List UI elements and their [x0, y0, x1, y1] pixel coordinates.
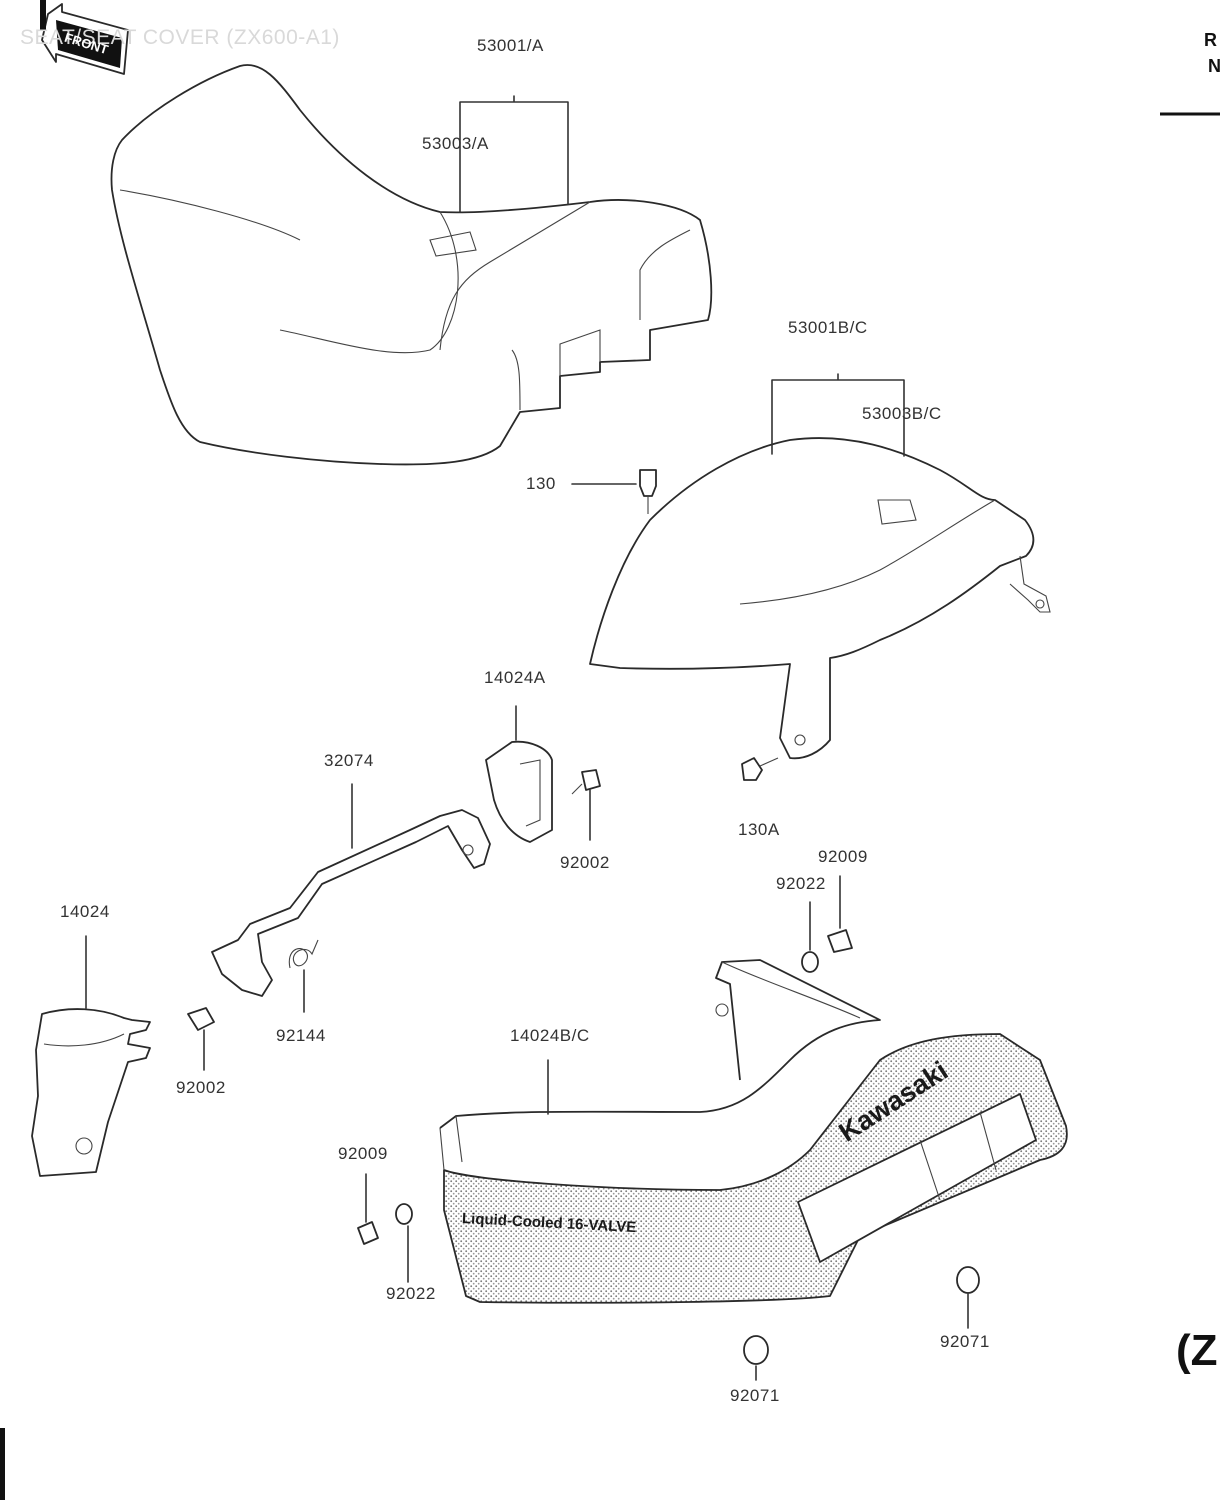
bracket-14024-drawing — [31, 935, 151, 1177]
spring-92144-icon — [288, 939, 319, 1013]
front-seat-leader-bracket — [459, 95, 569, 213]
label-130: 130 — [526, 474, 556, 493]
label-14024A: 14024A — [484, 668, 546, 687]
front-seat-drawing — [110, 64, 713, 466]
screw-92002-icon — [571, 769, 601, 841]
label-53001BC: 53001B/C — [788, 318, 868, 337]
right-edge-letter-n: N — [1208, 56, 1220, 76]
right-edge-letter-r: R — [1204, 30, 1217, 50]
bolt-130A-icon — [741, 757, 779, 781]
label-53003A: 53003/A — [422, 134, 489, 153]
grommet-92071-right-icon — [956, 1266, 980, 1329]
label-92002-center: 92002 — [560, 853, 610, 872]
front-arrow-icon — [40, 0, 129, 75]
label-92022-right: 92022 — [776, 874, 826, 893]
rod-32074-drawing — [211, 783, 491, 997]
nut-92009-left-icon — [357, 1173, 379, 1245]
washer-92022-icon — [801, 901, 819, 973]
rear-seat-leader-bracket — [771, 373, 905, 457]
label-92009-left: 92009 — [338, 1144, 388, 1163]
label-92144: 92144 — [276, 1026, 326, 1045]
label-14024: 14024 — [60, 902, 110, 921]
label-92071-right: 92071 — [940, 1332, 990, 1351]
page-title: SEAT/SEAT COVER (ZX600-A1) — [20, 26, 340, 49]
rear-seat-drawing — [589, 437, 1051, 760]
bolt-130-icon — [571, 469, 657, 514]
label-92071-bottom: 92071 — [730, 1386, 780, 1405]
washer-92022-left-icon — [395, 1203, 413, 1283]
right-edge-model-code: (Z — [1176, 1326, 1218, 1375]
label-14024BC: 14024B/C — [510, 1026, 590, 1045]
label-92022-left: 92022 — [386, 1284, 436, 1303]
grommet-92071-bottom-icon — [743, 1335, 769, 1381]
label-130A: 130A — [738, 820, 780, 839]
bracket-14024A-drawing — [485, 705, 553, 843]
label-32074: 32074 — [324, 751, 374, 770]
label-53001A: 53001/A — [477, 36, 544, 55]
label-92002-left: 92002 — [176, 1078, 226, 1097]
label-92009-right: 92009 — [818, 847, 868, 866]
screw-92002-left-icon — [187, 1007, 215, 1071]
nut-92009-icon — [827, 875, 853, 953]
bottom-left-edge-mark — [0, 1428, 5, 1500]
label-53003BC: 53003B/C — [862, 404, 942, 423]
tail-cover-14024BC-drawing — [439, 959, 1068, 1304]
